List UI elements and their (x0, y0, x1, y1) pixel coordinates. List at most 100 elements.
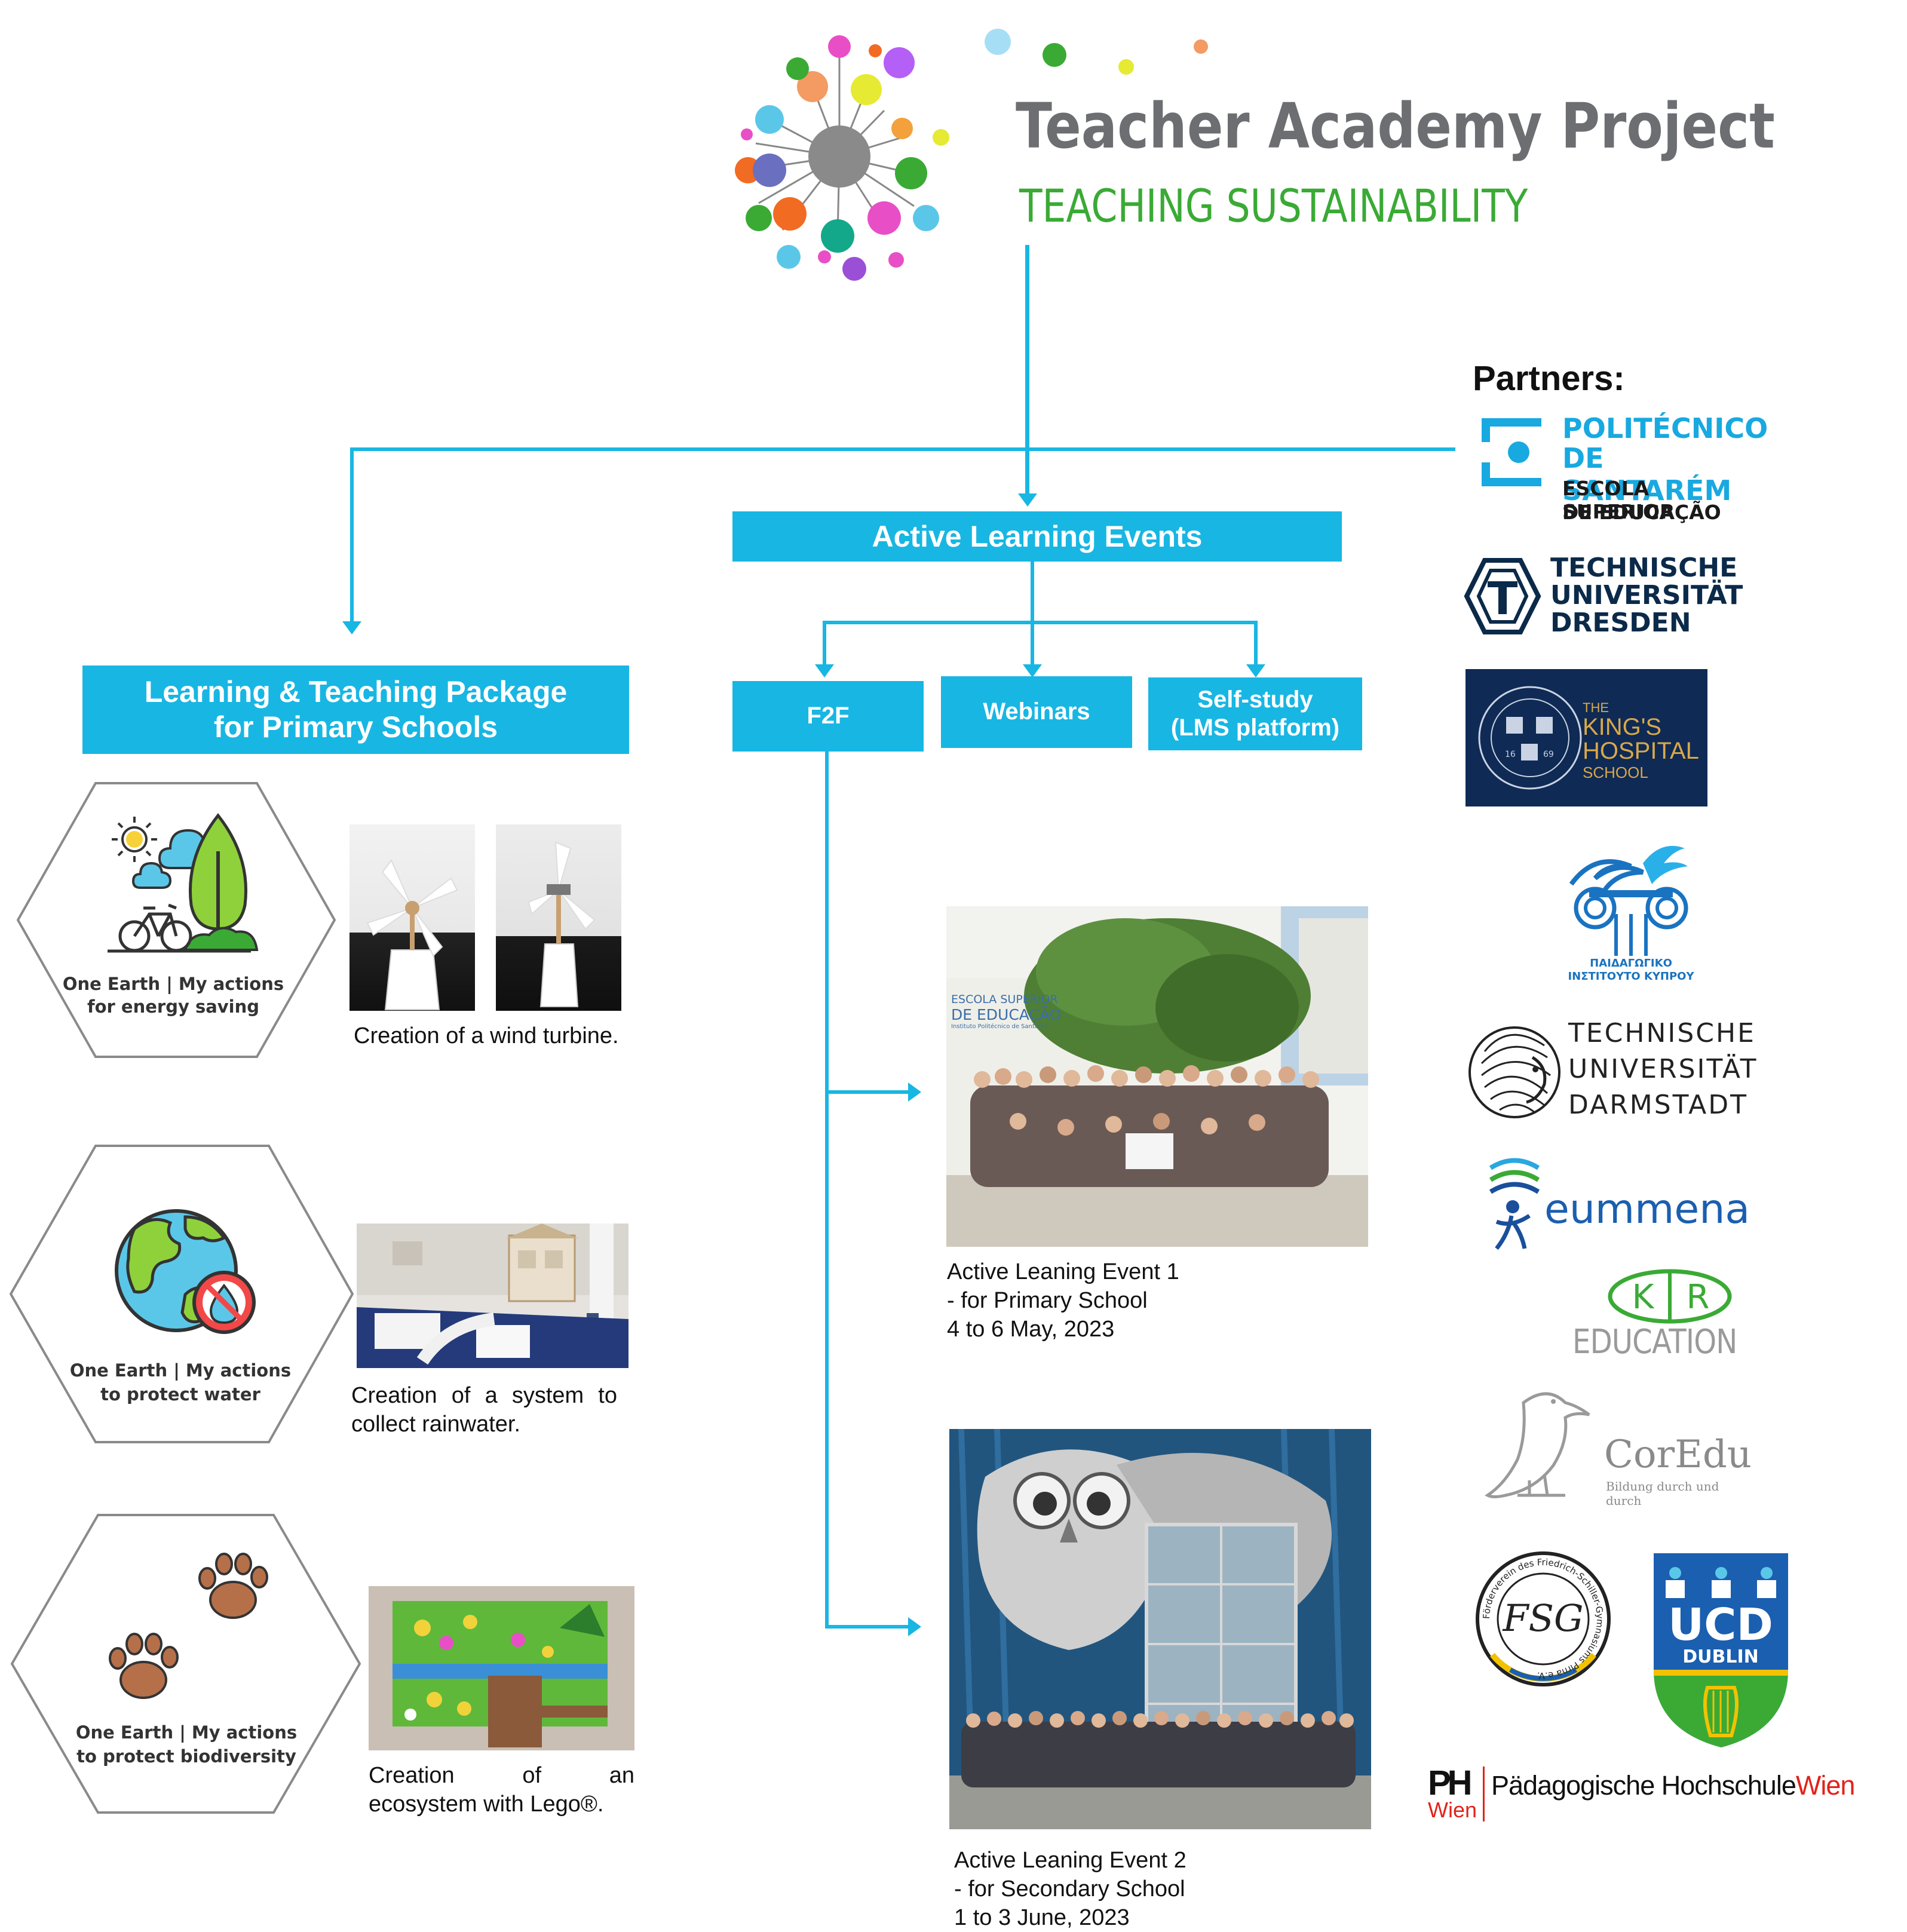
no-water-icon (192, 1271, 256, 1334)
kr-education-label: EDUCATION (1572, 1323, 1737, 1361)
event1-caption-line1: Active Leaning Event 1 (947, 1259, 1179, 1284)
arrowhead-icon (815, 664, 834, 677)
connector-to-event2 (827, 1625, 910, 1629)
ionic-column-bird-icon (1569, 845, 1688, 956)
ph-wien-fullname: Pädagogische HochschuleWien (1491, 1770, 1856, 1801)
module-biodiversity-caption: Creation of an ecosystem with Lego®. (369, 1761, 634, 1818)
coredu-tagline: Bildung durch und durch (1606, 1479, 1719, 1508)
event2-caption-line2: - for Secondary School (954, 1876, 1185, 1902)
tu-darmstadt-line2: UNIVERSITÄT (1568, 1054, 1758, 1084)
cyprus-label: ΠΑΙΔΑΓΩΓΙΚΟ ΙΝΣΤΙΤΟΥΤΟ ΚΥΠΡΟΥ (1568, 957, 1694, 983)
connector-horizontal-top (350, 447, 1455, 451)
module-energy-label-line1: One Earth | My actions (63, 974, 284, 994)
fsg-monogram: FSG (1502, 1596, 1583, 1640)
ucd-dublin: DUBLIN (1682, 1646, 1759, 1667)
module-water-label-line2: to protect water (100, 1384, 260, 1404)
ph-wien-small: Wien (1428, 1798, 1477, 1822)
eummena-figure-icon (1489, 1158, 1540, 1250)
kings-line1: THE (1583, 700, 1609, 715)
event1-caption: Active Leaning Event 1 - for Primary Sch… (947, 1258, 1305, 1344)
arrowhead-icon (908, 1617, 921, 1636)
event1-sign-line2: DE EDUCAÇÃO (951, 1006, 1062, 1023)
eummena-label: eummena (1544, 1186, 1750, 1233)
active-learning-events-label: Active Learning Events (872, 519, 1203, 553)
event2-group-photo (949, 1429, 1371, 1829)
project-subtitle: TEACHING SUSTAINABILITY (1019, 179, 1528, 232)
tu-dresden-emblem-icon (1464, 558, 1541, 634)
module-biodiversity-label-line1: One Earth | My actions (76, 1722, 297, 1743)
kings-line2: KING'S (1583, 714, 1662, 740)
tu-dresden-line2: UNIVERSITÄT (1550, 580, 1743, 611)
arrowhead-icon (1023, 664, 1042, 677)
module-water-caption-line2: collect rainwater. (351, 1412, 521, 1437)
santarem-line4: DE EDUCAÇÃO (1562, 501, 1721, 524)
connector-ale-down (1031, 562, 1034, 622)
f2f-box: F2F (732, 681, 924, 752)
logo-kr-education: K R EDUCATION (1571, 1265, 1762, 1361)
event1-sign-text: ESCOLA SUPERIOR DE EDUCAÇÃO Instituto Po… (951, 993, 1061, 1030)
active-learning-events-box: Active Learning Events (732, 511, 1342, 562)
self-study-label-line1: Self-study (1197, 686, 1313, 713)
kr-letter-r: R (1687, 1278, 1710, 1317)
partners-heading: Partners: (1473, 359, 1625, 398)
sunburst-logo-icon (735, 35, 949, 281)
tu-darmstadt-line1: TECHNISCHE (1568, 1018, 1756, 1048)
event1-sign-line1: ESCOLA SUPERIOR (951, 993, 1058, 1006)
event2-caption-line1: Active Leaning Event 2 (954, 1848, 1186, 1873)
bicycle-icon (108, 903, 251, 953)
package-label-line2: for Primary Schools (213, 710, 498, 744)
paw-print-icon (198, 1553, 268, 1619)
event2-caption: Active Leaning Event 2 - for Secondary S… (954, 1846, 1313, 1932)
coredu-label: CorEdu (1604, 1433, 1752, 1477)
kr-letter-k: K (1632, 1278, 1655, 1317)
ph-wien-city: Wien (1795, 1770, 1856, 1801)
event1-caption-line3: 4 to 6 May, 2023 (947, 1317, 1115, 1342)
santarem-line3: ESCOLA SUPERIOR (1562, 477, 1675, 523)
connector-to-webinars (1031, 622, 1034, 670)
raven-icon (1485, 1392, 1590, 1498)
sun-icon (112, 817, 157, 862)
connector-f2f-down (825, 750, 829, 1629)
logo-eummena: eummena (1488, 1156, 1750, 1252)
logo-cyprus-pedagogical-institute: ΠΑΙΔΑΓΩΓΙΚΟ ΙΝΣΤΙΤΟΥΤΟ ΚΥΠΡΟΥ (1553, 842, 1709, 986)
wind-turbine-photo-2 (496, 824, 621, 1011)
logo-kings-hospital: 16 69 THE KING'S HOSPITAL SCHOOL (1465, 669, 1707, 806)
santarem-line2: DE SANTARÉM (1562, 442, 1732, 507)
logo-tu-dresden: TECHNISCHE UNIVERSITÄT DRESDEN (1464, 553, 1750, 642)
module-hexagon-energy: One Earth | My actions for energy saving (12, 780, 338, 1060)
tree-icon (183, 812, 259, 951)
logo-ph-wien: PH Wien Pädagogische HochschuleWien (1428, 1765, 1882, 1831)
module-biodiversity-label-line2: to protect biodiversity (76, 1746, 296, 1767)
logo-politecnico-santarem: POLITÉCNICO DE SANTARÉM ESCOLA SUPERIOR … (1482, 412, 1768, 532)
connector-ale-branch (823, 621, 1258, 624)
ucd-shield-icon: UCD DUBLIN (1654, 1553, 1788, 1747)
module-hexagon-water: One Earth | My actions to protect water (6, 1142, 355, 1446)
wind-turbine-photo-1 (349, 824, 475, 1011)
athena-head-icon (1468, 1026, 1560, 1118)
paw-print-icon (109, 1633, 179, 1699)
kr-rings-icon: K R (1608, 1269, 1732, 1324)
self-study-label-line2: (LMS platform) (1170, 714, 1340, 741)
santarem-emblem-icon (1482, 418, 1541, 486)
lego-ecosystem-photo (369, 1586, 634, 1750)
ucd-letters: UCD (1668, 1599, 1773, 1651)
kings-hospital-crest-icon: 16 69 (1478, 686, 1582, 790)
arrowhead-icon (1018, 493, 1037, 507)
arrowhead-icon (908, 1082, 921, 1102)
ph-wien-divider (1483, 1767, 1485, 1821)
event2-caption-line3: 1 to 3 June, 2023 (954, 1905, 1130, 1930)
santarem-line1: POLITÉCNICO (1562, 412, 1768, 444)
arrowhead-icon (1246, 664, 1265, 677)
tu-darmstadt-line3: DARMSTADT (1568, 1090, 1748, 1120)
ph-wien-name: Pädagogische Hochschule (1491, 1770, 1796, 1801)
package-label-line1: Learning & Teaching Package (144, 675, 568, 709)
module-biodiversity-caption-line1: Creation of an (369, 1763, 634, 1788)
kings-seal-year-1: 16 (1505, 750, 1516, 759)
event1-caption-line2: - for Primary School (947, 1288, 1148, 1313)
self-study-box: Self-study (LMS platform) (1148, 677, 1362, 750)
rainwater-system-photo (357, 1223, 628, 1368)
connector-to-f2f (823, 622, 826, 670)
module-energy-label-line2: for energy saving (87, 996, 259, 1017)
kings-seal-year-2: 69 (1543, 750, 1554, 759)
ph-wien-monogram: PH (1428, 1764, 1473, 1802)
